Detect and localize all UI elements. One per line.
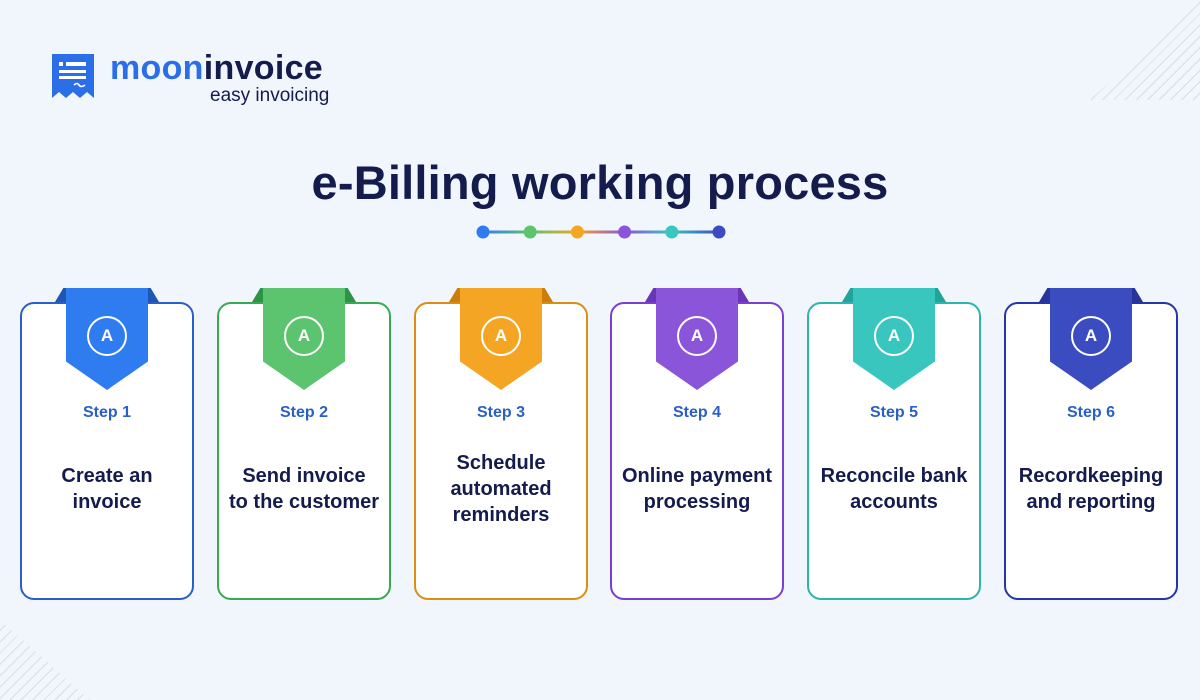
step-description-line: Create an [61,465,153,487]
step-badge-icon: A [284,316,324,356]
step-ribbon: A [460,288,542,390]
brand-logo: mooninvoice easy invoicing [50,49,330,106]
step-badge-icon: A [481,316,521,356]
step-label: Step 4 [672,404,721,421]
step-badge-icon: A [874,316,914,356]
step-badge-icon: A [1071,316,1111,356]
brand-name-part2: invoice [203,49,324,87]
brand-name-part1: moon [110,49,204,87]
step-badge-icon: A [87,316,127,356]
color-divider [476,225,726,239]
divider-dot [665,225,679,239]
step-label: Step 2 [279,404,328,421]
step-ribbon: A [66,288,148,390]
divider-dot [570,225,584,239]
invoice-logo-icon [52,54,94,98]
divider-dot [712,225,726,239]
step-description-line: invoice [72,491,142,513]
step-description-line: Reconcile bank [820,465,968,487]
page-title: e-Billing working process [311,156,889,209]
step-badge-icon: A [677,316,717,356]
decorative-hatch-top-right [1090,0,1200,100]
divider-dot [476,225,490,239]
divider-dot [523,225,537,239]
divider-dot [618,225,632,239]
brand-name: mooninvoice [110,49,329,87]
decorative-hatch-bottom-left [0,620,90,700]
step-label: Step 3 [476,404,525,421]
step-description-line: processing [643,491,751,513]
step-description-line: Send invoice [242,465,366,487]
step-ribbon: A [263,288,345,390]
step-description-line: Online payment [621,465,773,487]
step-description-line: Recordkeeping [1018,465,1164,487]
step-description-line: Schedule [456,452,546,474]
step-ribbon: A [656,288,738,390]
step-label: Step 1 [82,404,131,421]
step-description-line: automated [450,478,552,500]
step-description-line: and reporting [1026,491,1156,513]
step-label: Step 5 [869,404,918,421]
step-ribbon: A [1050,288,1132,390]
brand-tagline: easy invoicing [210,85,330,106]
step-label: Step 6 [1066,404,1115,421]
step-description-line: to the customer [228,491,380,513]
step-description-line: accounts [850,491,938,513]
step-description-line: reminders [452,504,550,526]
step-ribbon: A [853,288,935,390]
